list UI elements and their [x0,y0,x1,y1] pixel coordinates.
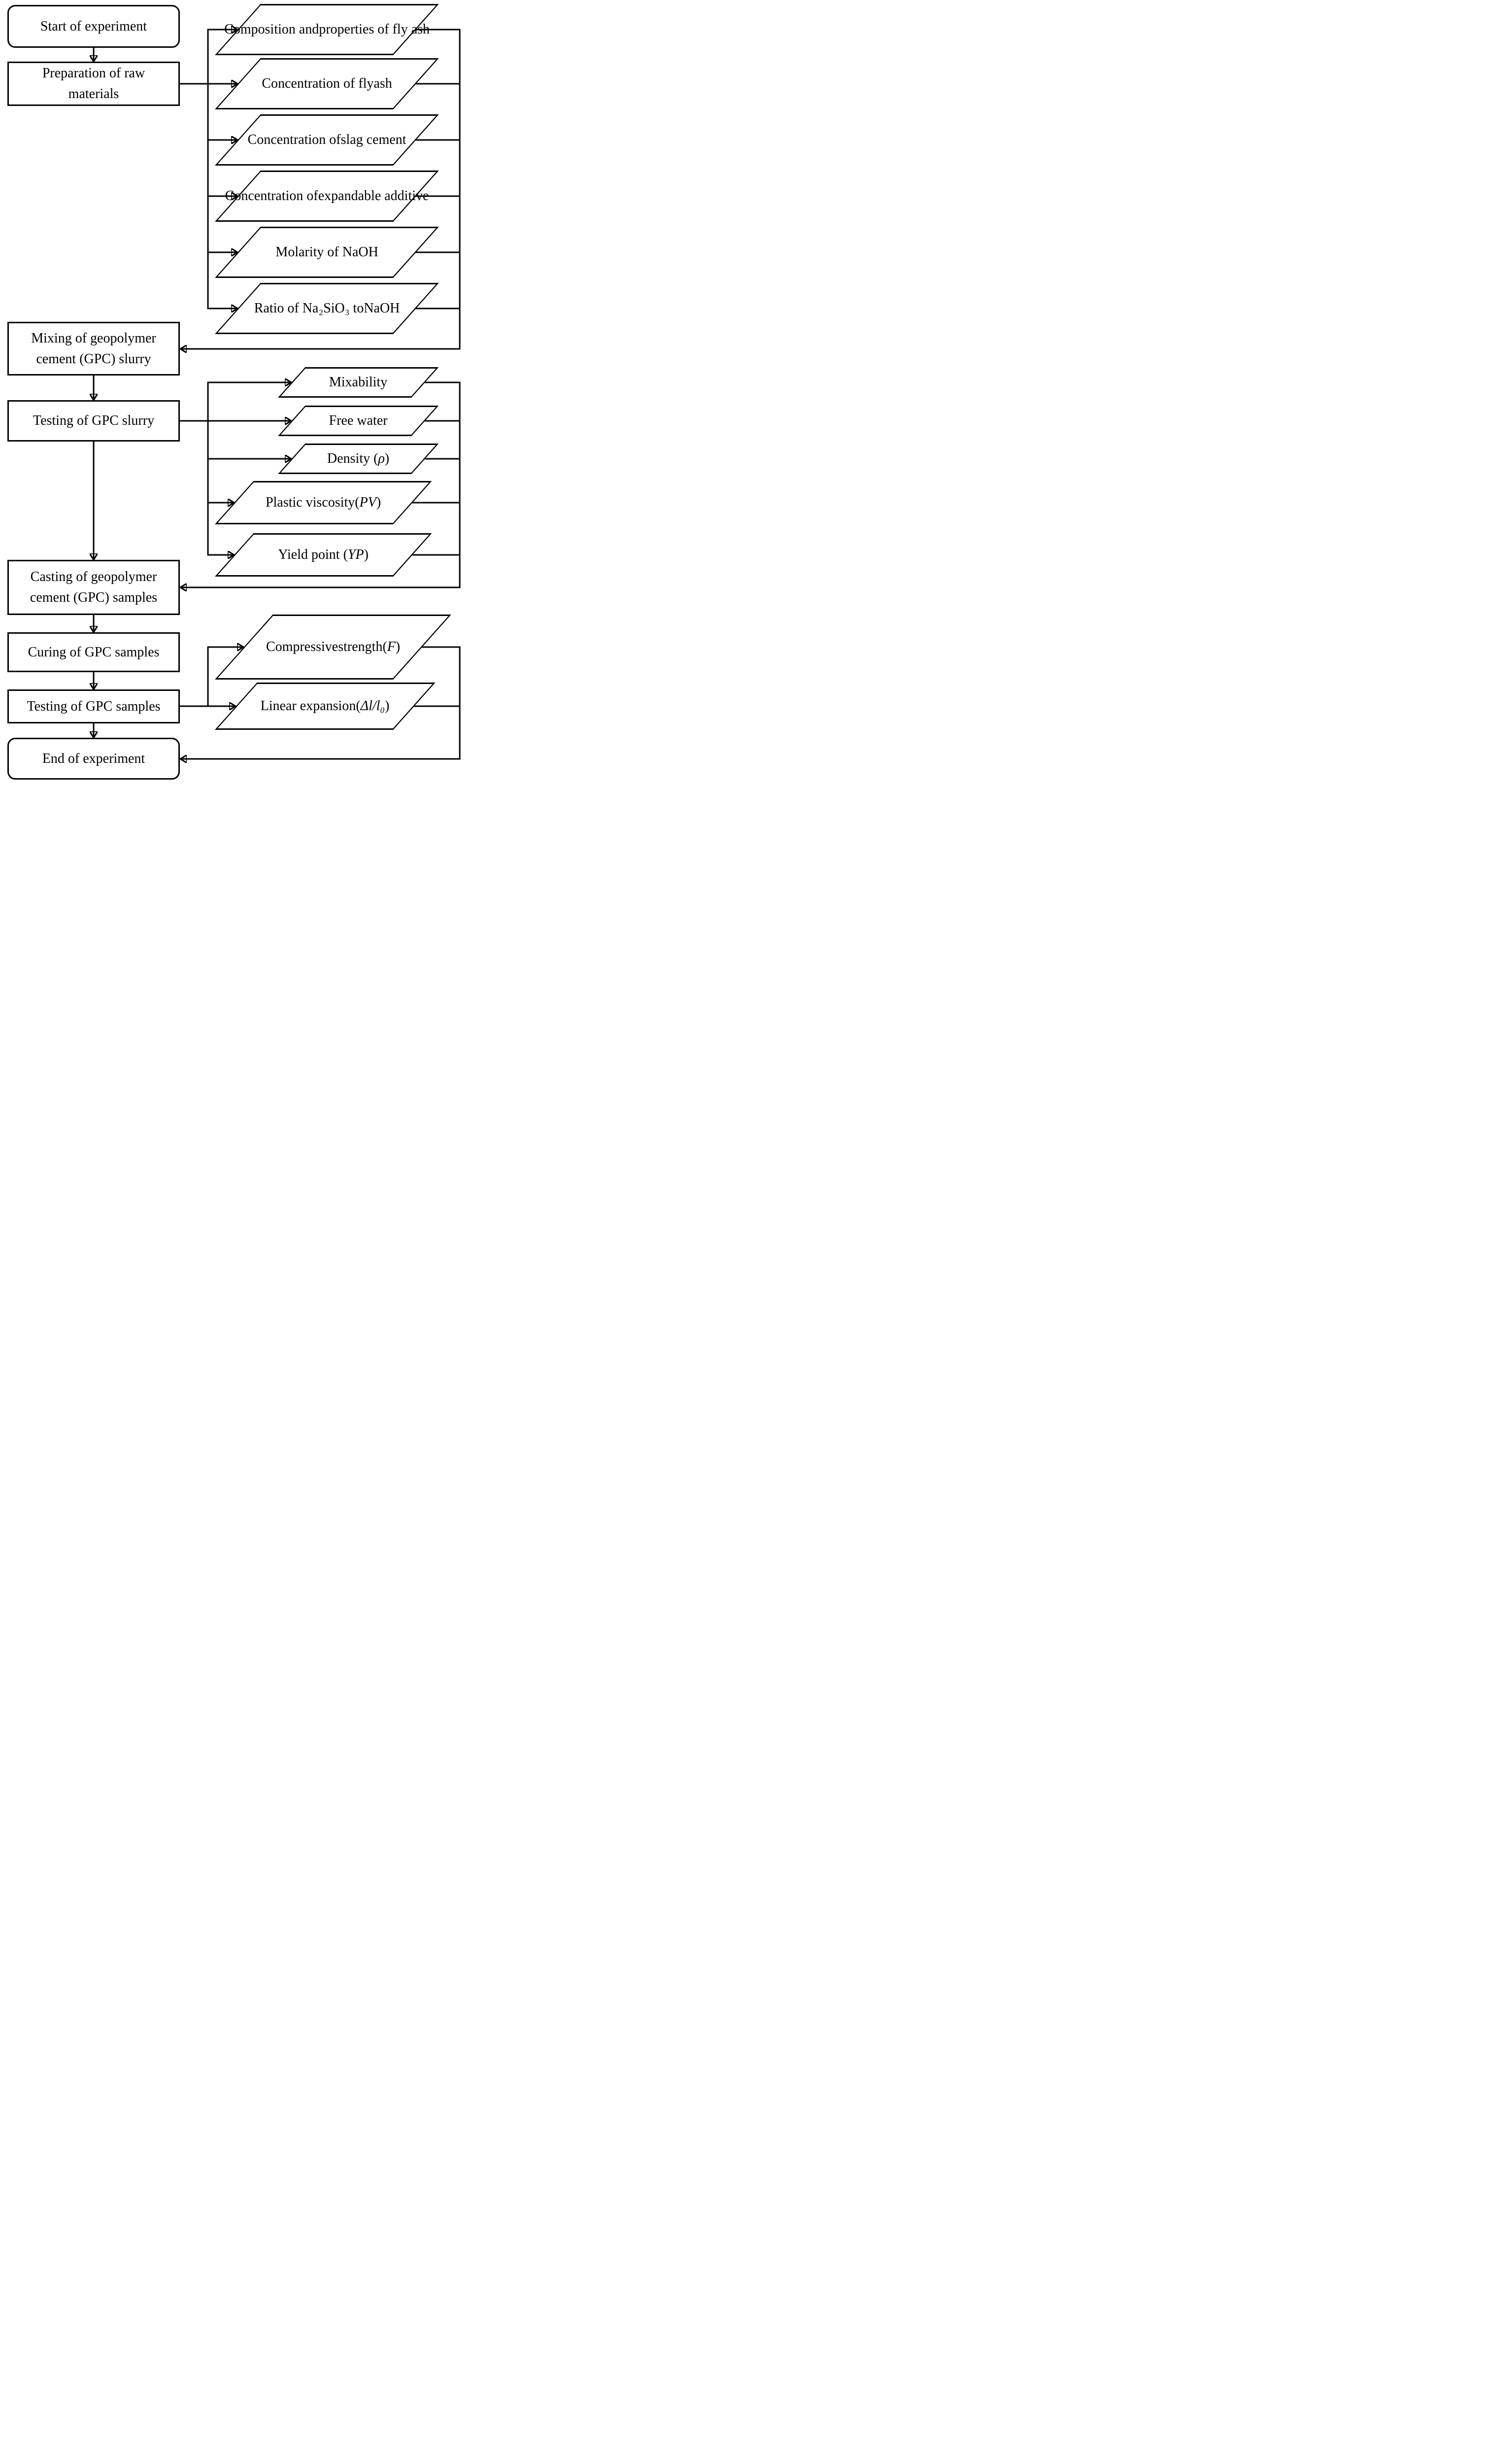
start-terminator: Start of experiment [7,5,180,48]
output-free-water-label: Free water [329,413,388,428]
output-mixability: Mixability [278,367,439,398]
output-free-water: Free water [278,406,439,436]
output-linear-expansion-label: Linear expansion(Δl/l₀) [260,698,390,714]
output-linear-expansion: Linear expansion(Δl/l₀) [215,683,436,730]
testing-samples-label: Testing of GPC samples [27,698,161,714]
testing-slurry-process-box: Testing of GPC slurry [7,400,180,442]
curing-process-box: Curing of GPC samples [7,632,180,672]
output-yield-point: Yield point (YP) [215,533,432,577]
sample-test-wiring [179,647,461,759]
start-terminator-label: Start of experiment [40,18,147,34]
output-density: Density (ρ) [278,444,439,474]
output-plastic-viscosity: Plastic viscosity(PV) [215,481,432,524]
curing-label: Curing of GPC samples [28,644,160,660]
output-yield-point-label: Yield point (YP) [278,547,369,562]
end-terminator: End of experiment [7,738,180,780]
input-molarity-naoh-label: Molarity of NaOH [275,244,378,260]
testing-samples-process-box: Testing of GPC samples [7,689,180,723]
output-mixability-label: Mixability [329,375,388,390]
testing-slurry-label: Testing of GPC slurry [33,413,155,428]
output-plastic-viscosity-label: Plastic viscosity(PV) [265,495,381,510]
end-terminator-label: End of experiment [42,751,145,766]
output-density-label: Density (ρ) [327,451,390,466]
slurry-test-wiring [179,382,461,587]
input-molarity-naoh: Molarity of NaOH [215,227,439,278]
raw-material-input-wiring [179,30,461,349]
connector-layer [0,0,461,788]
